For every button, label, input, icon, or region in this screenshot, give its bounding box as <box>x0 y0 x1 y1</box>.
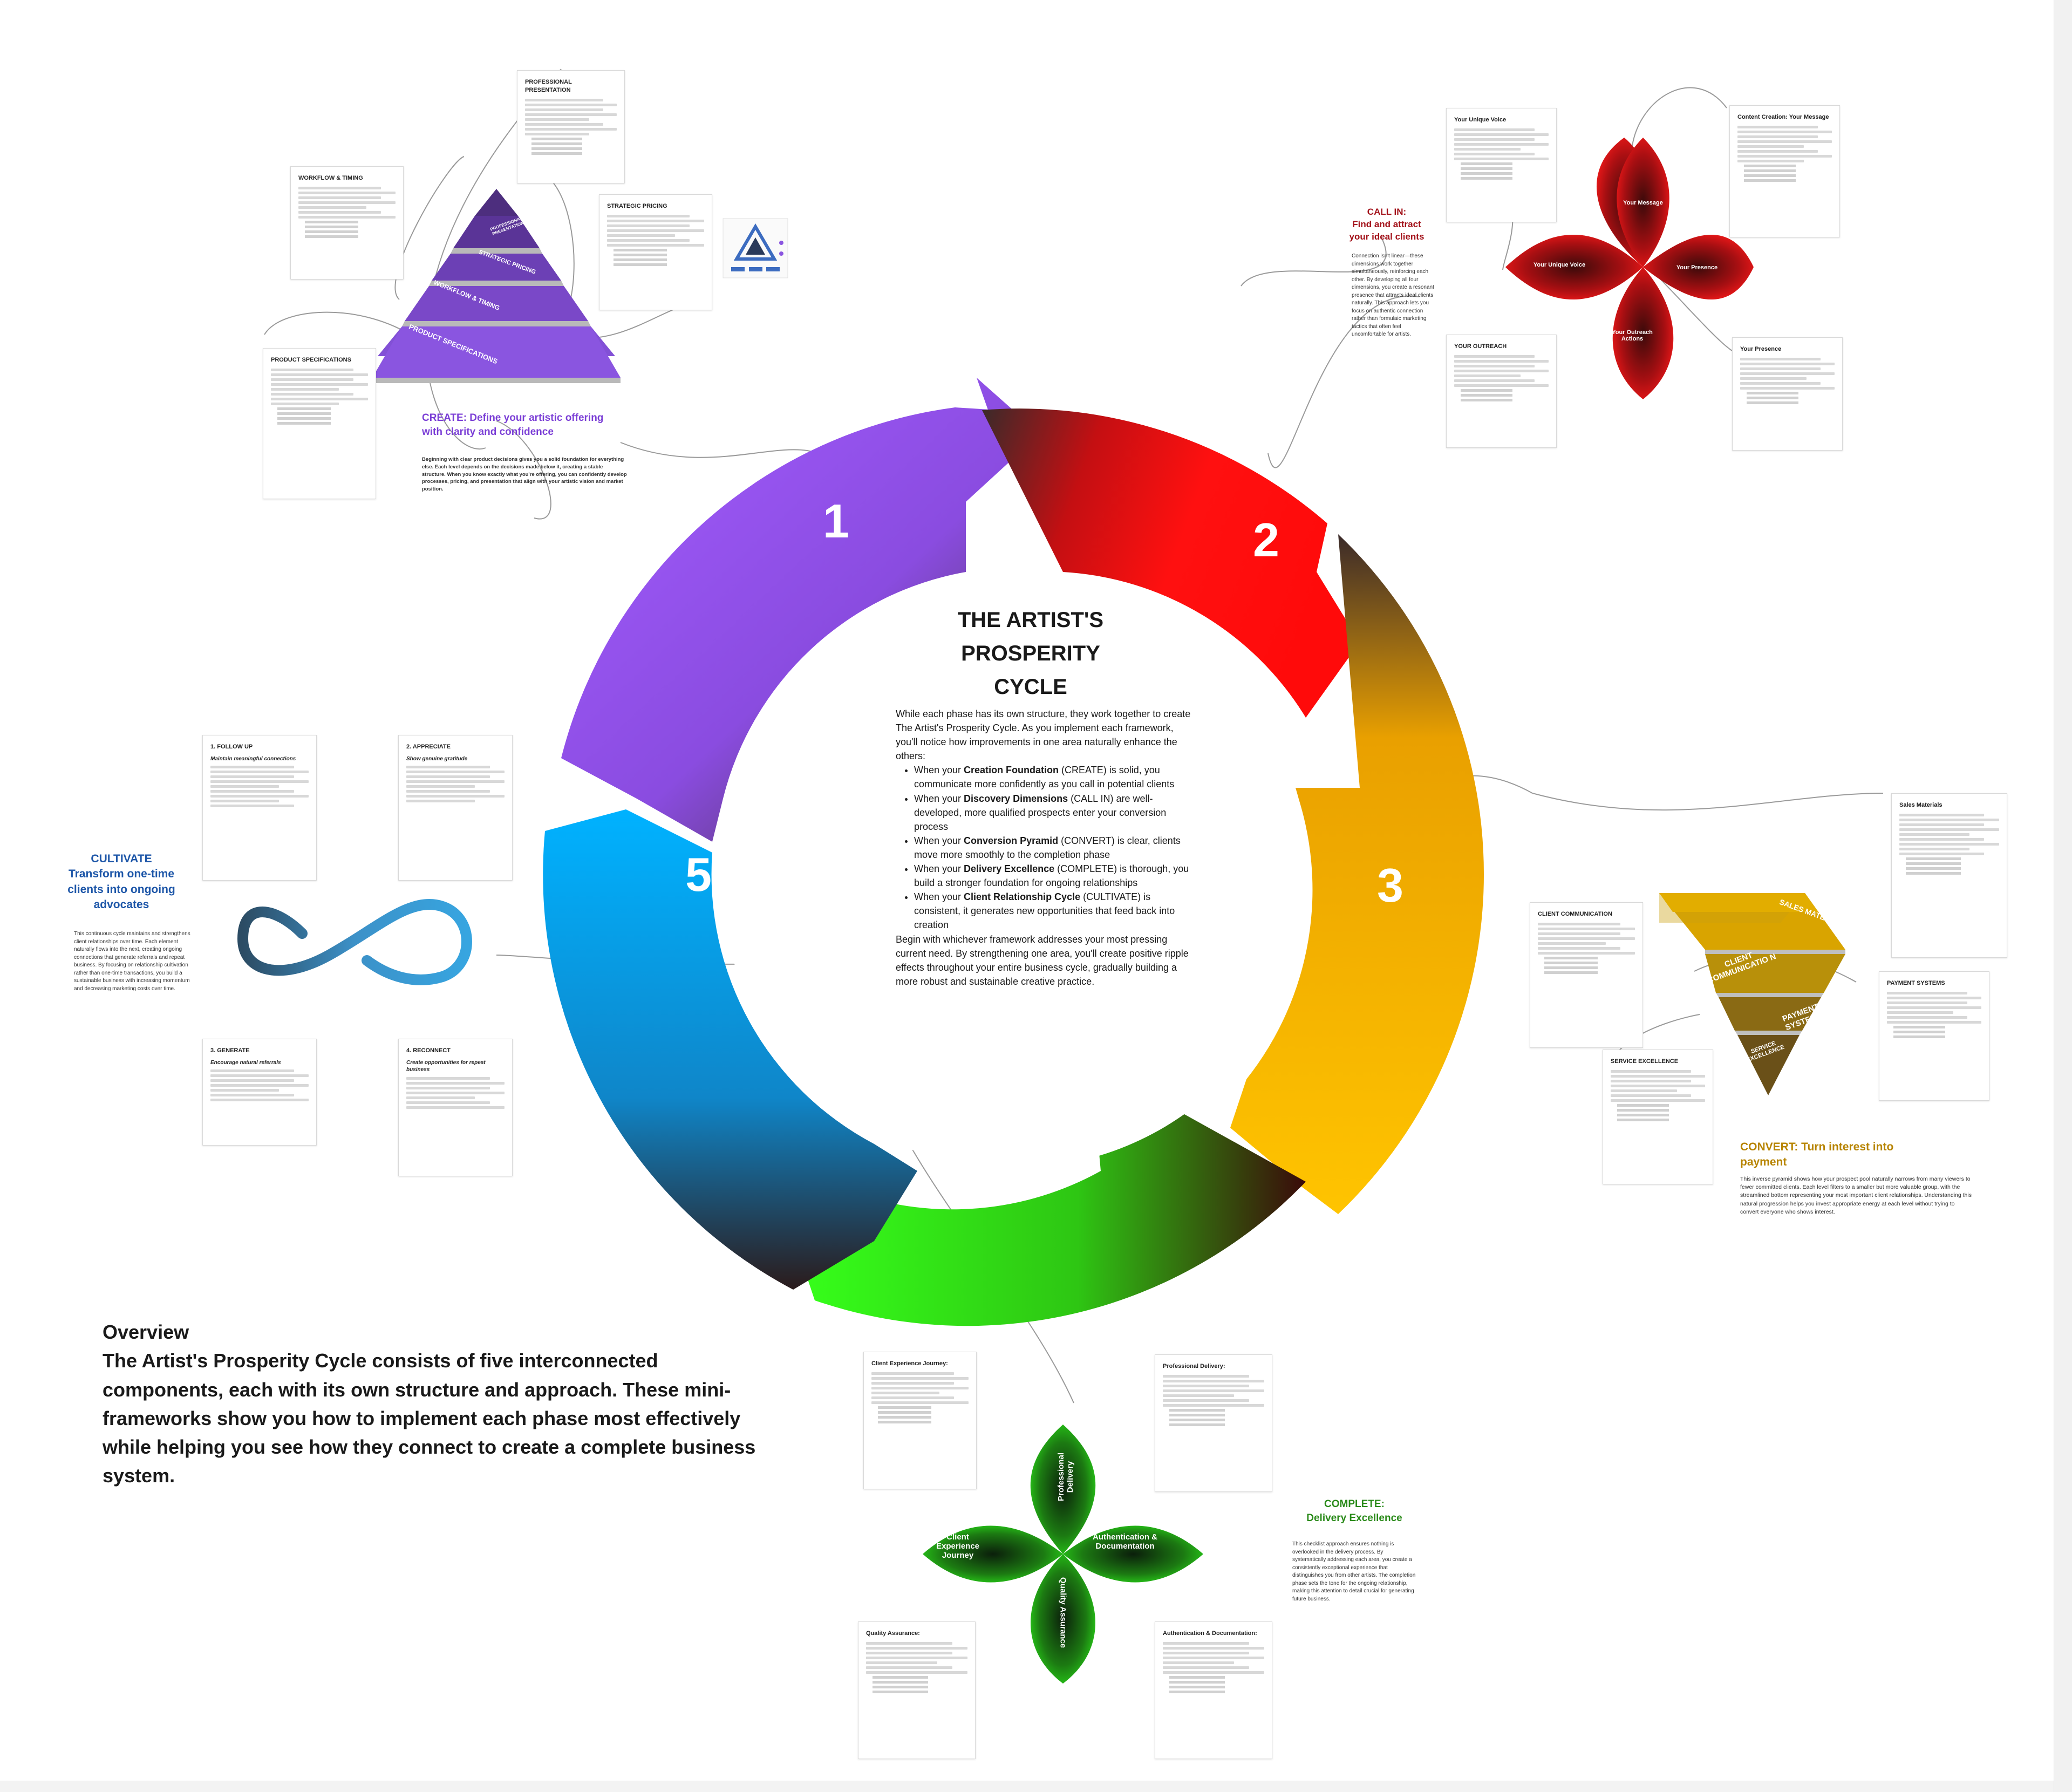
cycle-bullet: When your Creation Foundation (CREATE) i… <box>914 763 1198 791</box>
callin-petal-message: Your Message <box>1623 200 1663 206</box>
complete-card-authentication[interactable]: Authentication & Documentation: <box>1155 1621 1272 1759</box>
convert-funnel[interactable] <box>1659 893 1845 1095</box>
callin-card-presence[interactable]: Your Presence <box>1732 337 1843 451</box>
cycle-title-line-1: THE ARTIST'S <box>957 608 1104 632</box>
create-heading: CREATE: Define your artistic offering wi… <box>422 412 604 438</box>
cultivate-card-reconnect[interactable]: 4. RECONNECT Create opportunities for re… <box>398 1039 513 1176</box>
cycle-description: While each phase has its own structure, … <box>896 707 1198 989</box>
overview-text: The Artist's Prosperity Cycle consists o… <box>103 1350 756 1487</box>
convert-text: This inverse pyramid shows how your pros… <box>1740 1176 1972 1215</box>
convert-heading: CONVERT: Turn interest into payment <box>1740 1141 1894 1169</box>
callin-petal-unique-voice: Your Unique Voice <box>1533 262 1586 268</box>
convert-card-payment-systems[interactable]: PAYMENT SYSTEMS <box>1879 971 1989 1101</box>
complete-flower[interactable] <box>923 1425 1203 1684</box>
cultivate-card-appreciate[interactable]: 2. APPRECIATE Show genuine gratitude <box>398 735 513 881</box>
complete-card-professional-delivery[interactable]: Professional Delivery: <box>1155 1354 1272 1492</box>
cycle-intro: While each phase has its own structure, … <box>896 708 1191 762</box>
complete-petal-quality-assurance: Quality Assurance <box>1058 1577 1068 1648</box>
create-card-professional-presentation[interactable]: PROFESSIONAL PRESENTATION <box>517 70 625 183</box>
segment-number-5: 5 <box>685 848 712 901</box>
segment-number-3: 3 <box>1377 858 1403 912</box>
cultivate-heading: CULTIVATE Transform one-time clients int… <box>67 853 175 911</box>
cycle-bullet-list: When your Creation Foundation (CREATE) i… <box>896 763 1198 932</box>
complete-card-client-experience[interactable]: Client Experience Journey: <box>863 1352 977 1489</box>
segment-number-4: 4 <box>1001 1134 1028 1187</box>
create-card-strategic-pricing[interactable]: STRATEGIC PRICING <box>599 194 712 310</box>
convert-card-client-communication[interactable]: CLIENT COMMUNICATION <box>1530 902 1643 1048</box>
cycle-title: THE ARTIST'S PROSPERITY CYCLE <box>939 603 1122 704</box>
overview-block: Overview The Artist's Prosperity Cycle c… <box>103 1318 766 1490</box>
cultivate-card-generate[interactable]: 3. GENERATE Encourage natural referrals <box>202 1039 317 1146</box>
callin-petal-presence: Your Presence <box>1676 264 1718 271</box>
cycle-title-line-2: PROSPERITY <box>961 642 1100 665</box>
complete-card-quality-assurance[interactable]: Quality Assurance: <box>858 1621 976 1759</box>
callin-text: Connection isn't linear—these dimensions… <box>1352 253 1434 337</box>
cycle-bullet: When your Delivery Excellence (COMPLETE)… <box>914 862 1198 890</box>
complete-heading: COMPLETE: Delivery Excellence <box>1306 1498 1402 1524</box>
callin-card-message[interactable]: Content Creation: Your Message <box>1729 105 1840 237</box>
callin-petal-outreach-actions: Your Outreach Actions <box>1612 329 1653 342</box>
cultivate-infinity <box>237 899 472 985</box>
convert-card-sales-materials[interactable]: Sales Materials <box>1891 793 2007 958</box>
right-scroll-edge[interactable] <box>2054 0 2072 1792</box>
cultivate-text: This continuous cycle maintains and stre… <box>74 931 190 992</box>
callin-heading: CALL IN: Find and attract your ideal cli… <box>1349 207 1424 242</box>
create-card-product-specifications[interactable]: PRODUCT SPECIFICATIONS <box>263 348 376 499</box>
cycle-bullet: When your Discovery Dimensions (CALL IN)… <box>914 792 1198 834</box>
bottom-scroll-edge[interactable] <box>0 1781 2054 1792</box>
cycle-segment-2[interactable] <box>982 408 1360 718</box>
create-text: Beginning with clear product decisions g… <box>422 456 627 493</box>
segment-number-2: 2 <box>1253 513 1279 567</box>
cycle-segment-3[interactable] <box>1230 534 1484 1214</box>
complete-text: This checklist approach ensures nothing … <box>1292 1541 1416 1602</box>
cycle-bullet: When your Conversion Pyramid (CONVERT) i… <box>914 834 1198 862</box>
callin-card-outreach[interactable]: YOUR OUTREACH <box>1446 335 1557 448</box>
create-card-workflow-timing[interactable]: WORKFLOW & TIMING <box>290 166 404 280</box>
segment-number-1: 1 <box>823 494 849 548</box>
complete-petal-professional-delivery: Professional Delivery <box>1057 1452 1075 1502</box>
cycle-title-line-3: CYCLE <box>994 675 1067 699</box>
cycle-outro: Begin with whichever framework addresses… <box>896 934 1189 987</box>
complete-petal-client-experience: Client Experience Journey <box>936 1532 980 1560</box>
convert-card-service-excellence[interactable]: SERVICE EXCELLENCE <box>1603 1050 1713 1184</box>
overview-heading: Overview <box>103 1321 189 1343</box>
cycle-segment-1[interactable] <box>561 407 1031 842</box>
callin-flower[interactable] <box>1505 138 1754 399</box>
cycle-segment-5[interactable] <box>543 809 917 1290</box>
cultivate-card-follow-up[interactable]: 1. FOLLOW UP Maintain meaningful connect… <box>202 735 317 881</box>
cycle-bullet: When your Client Relationship Cycle (CUL… <box>914 890 1198 932</box>
create-pyramid[interactable] <box>371 189 622 397</box>
cycle-segment-4[interactable] <box>799 1101 1306 1326</box>
mini-triangle-diagram <box>723 218 788 278</box>
callin-card-unique-voice[interactable]: Your Unique Voice <box>1446 108 1557 222</box>
complete-petal-authentication: Authentication & Documentation <box>1093 1532 1157 1551</box>
